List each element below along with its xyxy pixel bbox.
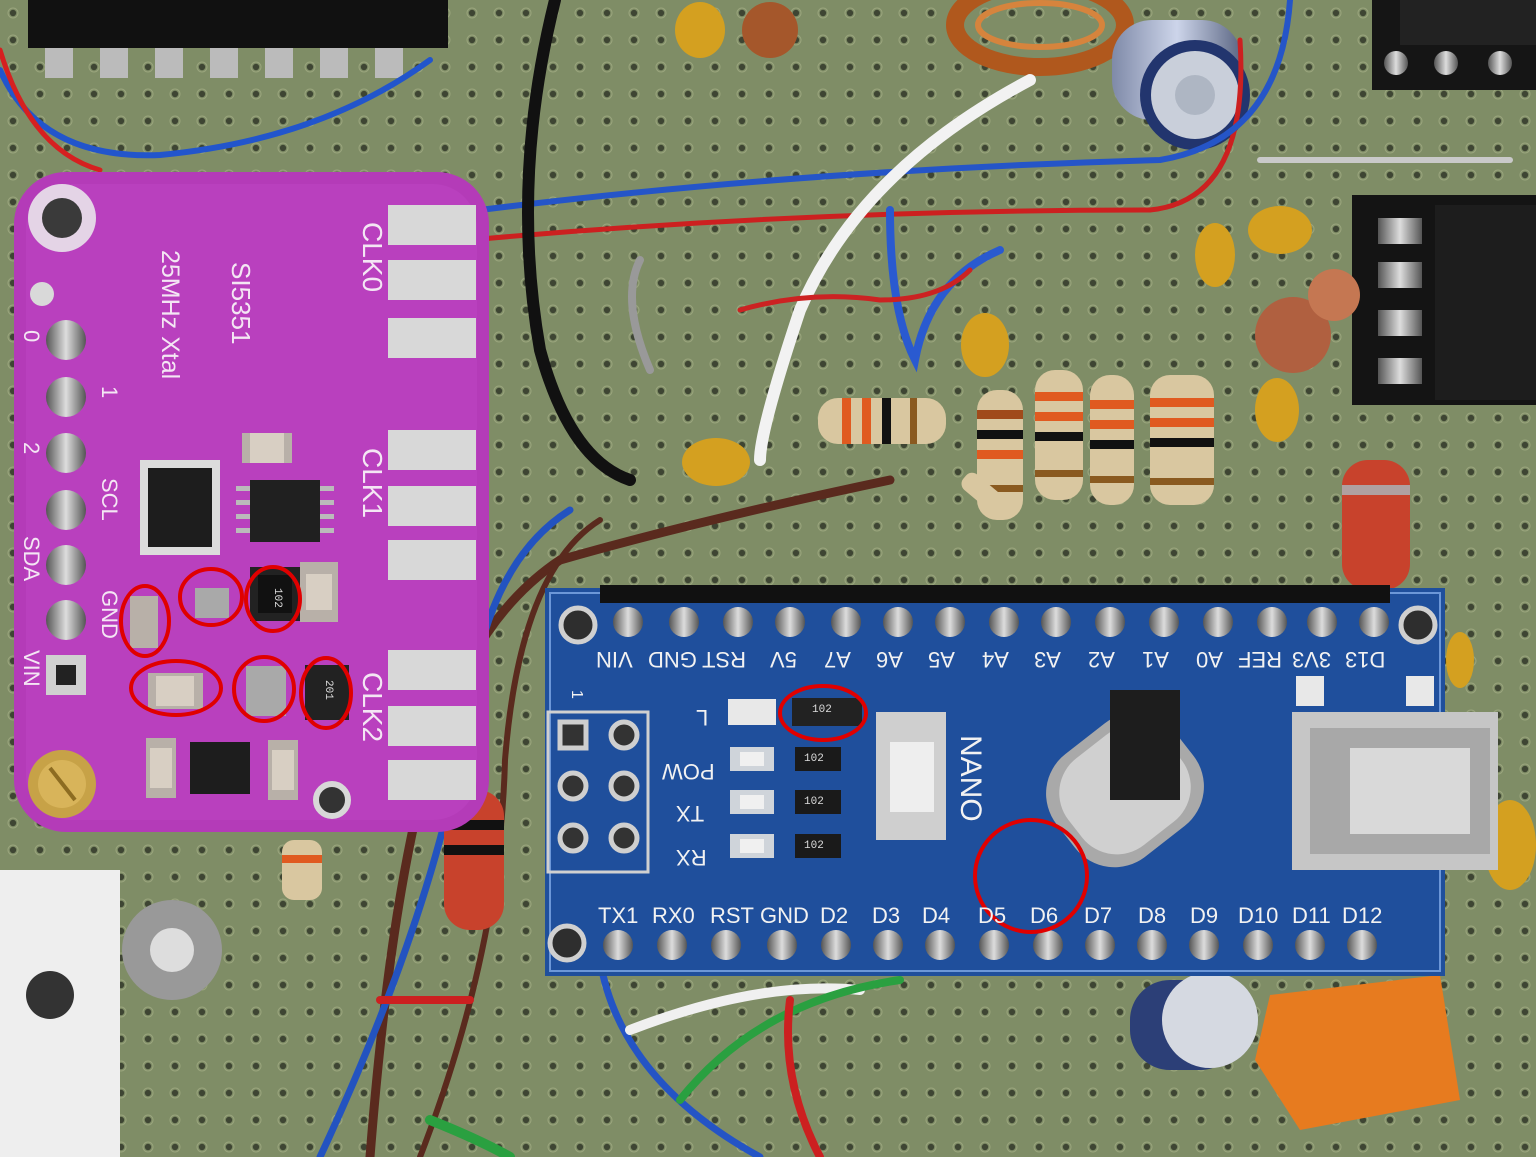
nano-bottom-pin-gnd: GND [760,903,809,928]
annotation-circle-6 [299,656,353,730]
nano-bottom-pin-d8: D8 [1138,903,1167,928]
nano-led-label-tx: TX [676,801,705,826]
annotation-circles [119,565,1089,934]
nano-bottom-pin-d11: D11 [1292,903,1331,928]
nano-top-pin-a7: A7 [824,647,851,672]
brown-disc-caps [1255,269,1360,373]
annotation-circle-1 [119,584,171,658]
label-clk2: CLK2 [357,672,388,743]
annotation-circle-2 [178,567,244,627]
nano-top-pin-d13: D13 [1345,647,1386,672]
nano-bottom-pin-d10: D10 [1238,903,1279,928]
nano-module [545,585,1498,976]
nano-icsp-pin1-label: 1 [568,690,585,699]
nano-smd-code-4: 102 [812,704,832,716]
nano-top-pin-gnd: GND [648,647,697,672]
label-nano: NANO [954,735,987,822]
nano-bottom-pin-d2: D2 [820,903,849,928]
resistors [282,370,1410,930]
annotation-circle-7 [778,684,868,742]
nano-top-pin-a4: A4 [982,647,1009,672]
pin-label-vin: VIN [19,650,44,687]
nano-top-pin-rst: RST [702,647,746,672]
label-crystal: 25MHz Xtal [156,250,184,380]
nano-bottom-pin-d12: D12 [1342,903,1383,928]
pin-label-0: 0 [19,330,44,343]
bottom-parts [0,870,1460,1157]
nano-top-pin-a3: A3 [1034,647,1061,672]
nano-bottom-pin-d6: D6 [1030,903,1059,928]
nano-top-pin-a1: A1 [1142,647,1169,672]
pin-label-gnd: GND [97,590,122,639]
annotation-circle-5 [232,655,296,723]
ic-top-left [28,0,448,78]
nano-top-pin-ref: REF [1238,647,1282,672]
nano-top-pin-a5: A5 [928,647,955,672]
nano-bottom-pin-d7: D7 [1084,903,1113,928]
annotation-circle-4 [129,659,223,717]
nano-bottom-pin-d3: D3 [872,903,901,928]
nano-top-pin-3v3: 3V3 [1292,647,1332,672]
annotation-circle-3 [244,565,302,633]
nano-bottom-pin-rx0: RX0 [652,903,695,928]
pin-label-1: 1 [97,386,122,399]
nano-smd-code-3: 102 [804,840,824,852]
electrolytic-capacitor-top [1112,20,1250,150]
nano-led-label-l: L [696,705,709,730]
label-clk0: CLK0 [357,222,388,293]
ic-right-middle [1352,195,1536,405]
nano-bottom-pin-rst: RST [710,903,754,928]
nano-led-label-pow: POW [662,759,715,784]
nano-top-pin-a2: A2 [1088,647,1115,672]
nano-top-pin-a0: A0 [1196,647,1223,672]
annotation-circle-8 [973,818,1089,934]
toroid-inductor [946,0,1134,76]
si5351-module [14,172,489,832]
nano-smd-code-1: 102 [804,753,824,765]
pin-label-sda: SDA [19,536,44,582]
pin-label-2: 2 [19,442,44,455]
smd-code-102-module: 102 [271,588,283,608]
nano-bottom-pin-d5: D5 [978,903,1007,928]
pin-label-scl: SCL [97,478,122,521]
nano-bottom-pin-d9: D9 [1190,903,1219,928]
nano-led-label-rx: RX [676,845,707,870]
nano-top-pin-vin: VIN [596,647,633,672]
smd-code-201-module: 201 [322,680,334,700]
nano-smd-code-2: 102 [804,796,824,808]
ic-top-right [1372,0,1536,90]
nano-bottom-pin-tx1: TX1 [598,903,639,928]
label-clk1: CLK1 [357,448,388,519]
nano-top-pin-5v: 5V [770,647,797,672]
nano-top-pin-a6: A6 [876,647,903,672]
label-chip-name: SI5351 [226,262,256,345]
nano-bottom-pin-d4: D4 [922,903,951,928]
